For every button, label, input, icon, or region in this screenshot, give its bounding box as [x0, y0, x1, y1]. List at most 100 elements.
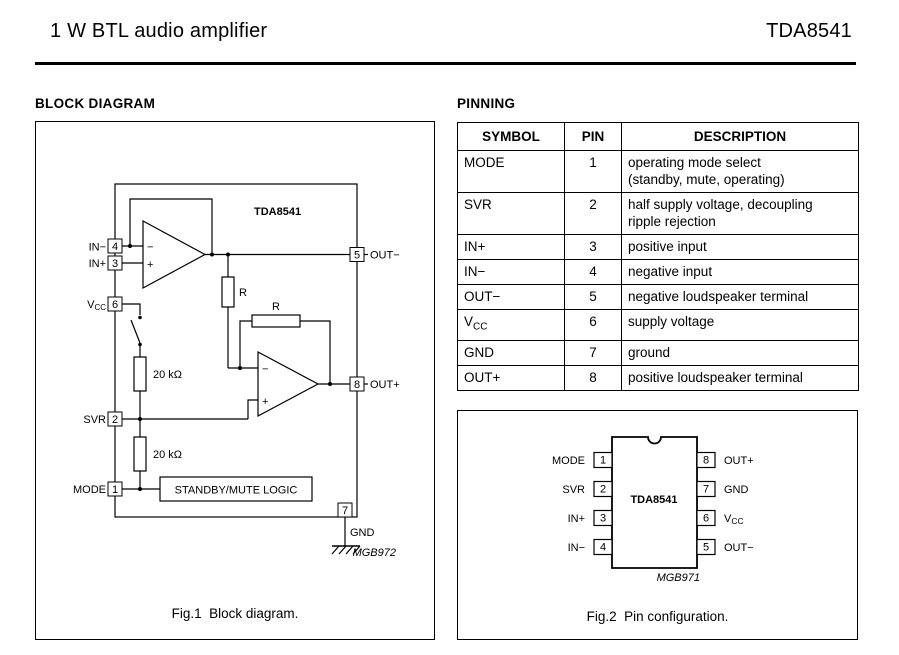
pin2-number: 2: [112, 414, 118, 426]
out-minus-label: OUT−: [370, 250, 400, 262]
opamp2-plus-sign: +: [262, 396, 268, 408]
table-row: IN− 4 negative input: [457, 259, 859, 285]
pin-cell: 6: [564, 309, 622, 341]
page-title: 1 W BTL audio amplifier: [50, 20, 268, 42]
resistor-r2-label: R: [272, 301, 280, 313]
table-row: SVR 2 half supply voltage, decoupling ri…: [457, 192, 859, 235]
pin3-square: [593, 509, 613, 527]
symbol-cell: IN+: [457, 234, 565, 260]
col-header-symbol: SYMBOL: [457, 122, 565, 151]
pin7-number: 7: [342, 505, 348, 517]
package-chip-label: TDA8541: [630, 494, 677, 506]
fig2-caption: Fig.2 Pin configuration.: [586, 609, 729, 624]
figure-ref-mgb972: MGB972: [353, 547, 396, 559]
pin5-square: [696, 538, 716, 556]
resistor-r2: [251, 314, 301, 328]
opamp2-triangle: [257, 351, 320, 417]
description-cell: operating mode select (standby, mute, op…: [621, 150, 859, 193]
opamp1-triangle: [142, 219, 207, 290]
ground-symbol: [331, 545, 361, 555]
pin1-label: MODE: [552, 455, 585, 467]
mode-label: MODE: [73, 484, 106, 496]
pin2-number: 2: [600, 484, 606, 496]
description-cell: half supply voltage, decoupling ripple r…: [621, 192, 859, 235]
switch-blade: [130, 319, 141, 344]
symbol-cell: GND: [457, 339, 565, 366]
block-diagram-svg: − + − + R R 20 kΩ 20 kΩ STANDBY/MUTE LOG…: [73, 183, 400, 559]
pin7-number: 7: [703, 484, 709, 496]
description-cell: supply voltage: [621, 309, 859, 341]
pin6-number: 6: [703, 513, 709, 525]
switch-contact-bottom: [138, 342, 142, 347]
pin-config-svg: TDA8541 1 MODE 2 SVR 3 IN+ 4 IN− 8 OUT+: [552, 436, 754, 584]
pin6-square: [107, 296, 123, 312]
symbol-cell: MODE: [457, 150, 565, 193]
pin4-square: [107, 238, 123, 254]
resistor-r1: [221, 276, 235, 308]
pin-config-left-pins: 1 MODE 2 SVR 3 IN+ 4 IN−: [552, 451, 613, 556]
pin-cell: 7: [564, 339, 622, 366]
header-rule: [35, 62, 856, 65]
pinning-table: SYMBOL PIN DESCRIPTION MODE 1 operating …: [457, 122, 859, 391]
external-pin-labels: IN− IN+ VCC SVR MODE OUT− OUT+ GND: [73, 242, 400, 540]
out-plus-label: OUT+: [370, 379, 400, 391]
resistor-r1-label: R: [239, 287, 247, 299]
pin7-label: GND: [724, 484, 749, 496]
switch-contact-top: [138, 315, 142, 320]
table-row: OUT+ 8 positive loudspeaker terminal: [457, 364, 859, 391]
opamp1-plus-sign: +: [147, 259, 153, 271]
table-row: IN+ 3 positive input: [457, 234, 859, 260]
pin3-number: 3: [112, 258, 118, 270]
part-number: TDA8541: [766, 20, 852, 42]
pin8-square: [696, 451, 716, 469]
pin3-number: 3: [600, 513, 606, 525]
table-row: GND 7 ground: [457, 339, 859, 366]
pin8-square: [349, 376, 365, 392]
pin4-number: 4: [112, 241, 118, 253]
description-cell: negative loudspeaker terminal: [621, 284, 859, 310]
pin8-label: OUT+: [724, 455, 754, 467]
resistor-20k-bottom: [133, 436, 147, 472]
resistor-20k-top: [133, 356, 147, 392]
fig1-caption: Fig.1 Block diagram.: [171, 606, 299, 621]
pin5-number: 5: [703, 542, 709, 554]
symbol-cell: OUT−: [457, 284, 565, 310]
pin2-square: [593, 480, 613, 498]
pin1-square: [107, 481, 123, 497]
figure-ref-mgb971: MGB971: [657, 572, 700, 584]
pin6-square: [696, 509, 716, 527]
pin-cell: 2: [564, 192, 622, 235]
vcc-label: VCC: [87, 299, 106, 312]
pin-cell: 8: [564, 364, 622, 391]
pin3-square: [107, 255, 123, 271]
symbol-cell: OUT+: [457, 364, 565, 391]
pin5-label: OUT−: [724, 542, 754, 554]
pin8-number: 8: [703, 455, 709, 467]
ic-label: TDA8541: [254, 206, 301, 218]
pin8-number: 8: [354, 379, 360, 391]
table-row: MODE 1 operating mode select (standby, m…: [457, 150, 859, 193]
table-header-row: SYMBOL PIN DESCRIPTION: [457, 122, 859, 151]
description-cell: negative input: [621, 259, 859, 285]
pin2-label: SVR: [562, 484, 585, 496]
pin-cell: 3: [564, 234, 622, 260]
block-diagram-figure: − + − + R R 20 kΩ 20 kΩ STANDBY/MUTE LOG…: [35, 121, 435, 640]
pin1-number: 1: [600, 455, 606, 467]
symbol-cell: SVR: [457, 192, 565, 235]
symbol-cell: VCC: [457, 309, 565, 341]
pin2-square: [107, 411, 123, 427]
table-row: OUT− 5 negative loudspeaker terminal: [457, 284, 859, 310]
pin6-label: VCC: [724, 513, 744, 526]
standby-mute-logic-label: STANDBY/MUTE LOGIC: [175, 485, 298, 497]
resistor-20k-bottom-label: 20 kΩ: [153, 449, 182, 461]
pin6-number: 6: [112, 299, 118, 311]
pin1-square: [593, 451, 613, 469]
pin-cell: 1: [564, 150, 622, 193]
description-cell: positive loudspeaker terminal: [621, 364, 859, 391]
pin4-square: [593, 538, 613, 556]
block-diagram-heading: BLOCK DIAGRAM: [35, 96, 156, 111]
pin-cell: 5: [564, 284, 622, 310]
pin-cell: 4: [564, 259, 622, 285]
col-header-description: DESCRIPTION: [621, 122, 859, 151]
